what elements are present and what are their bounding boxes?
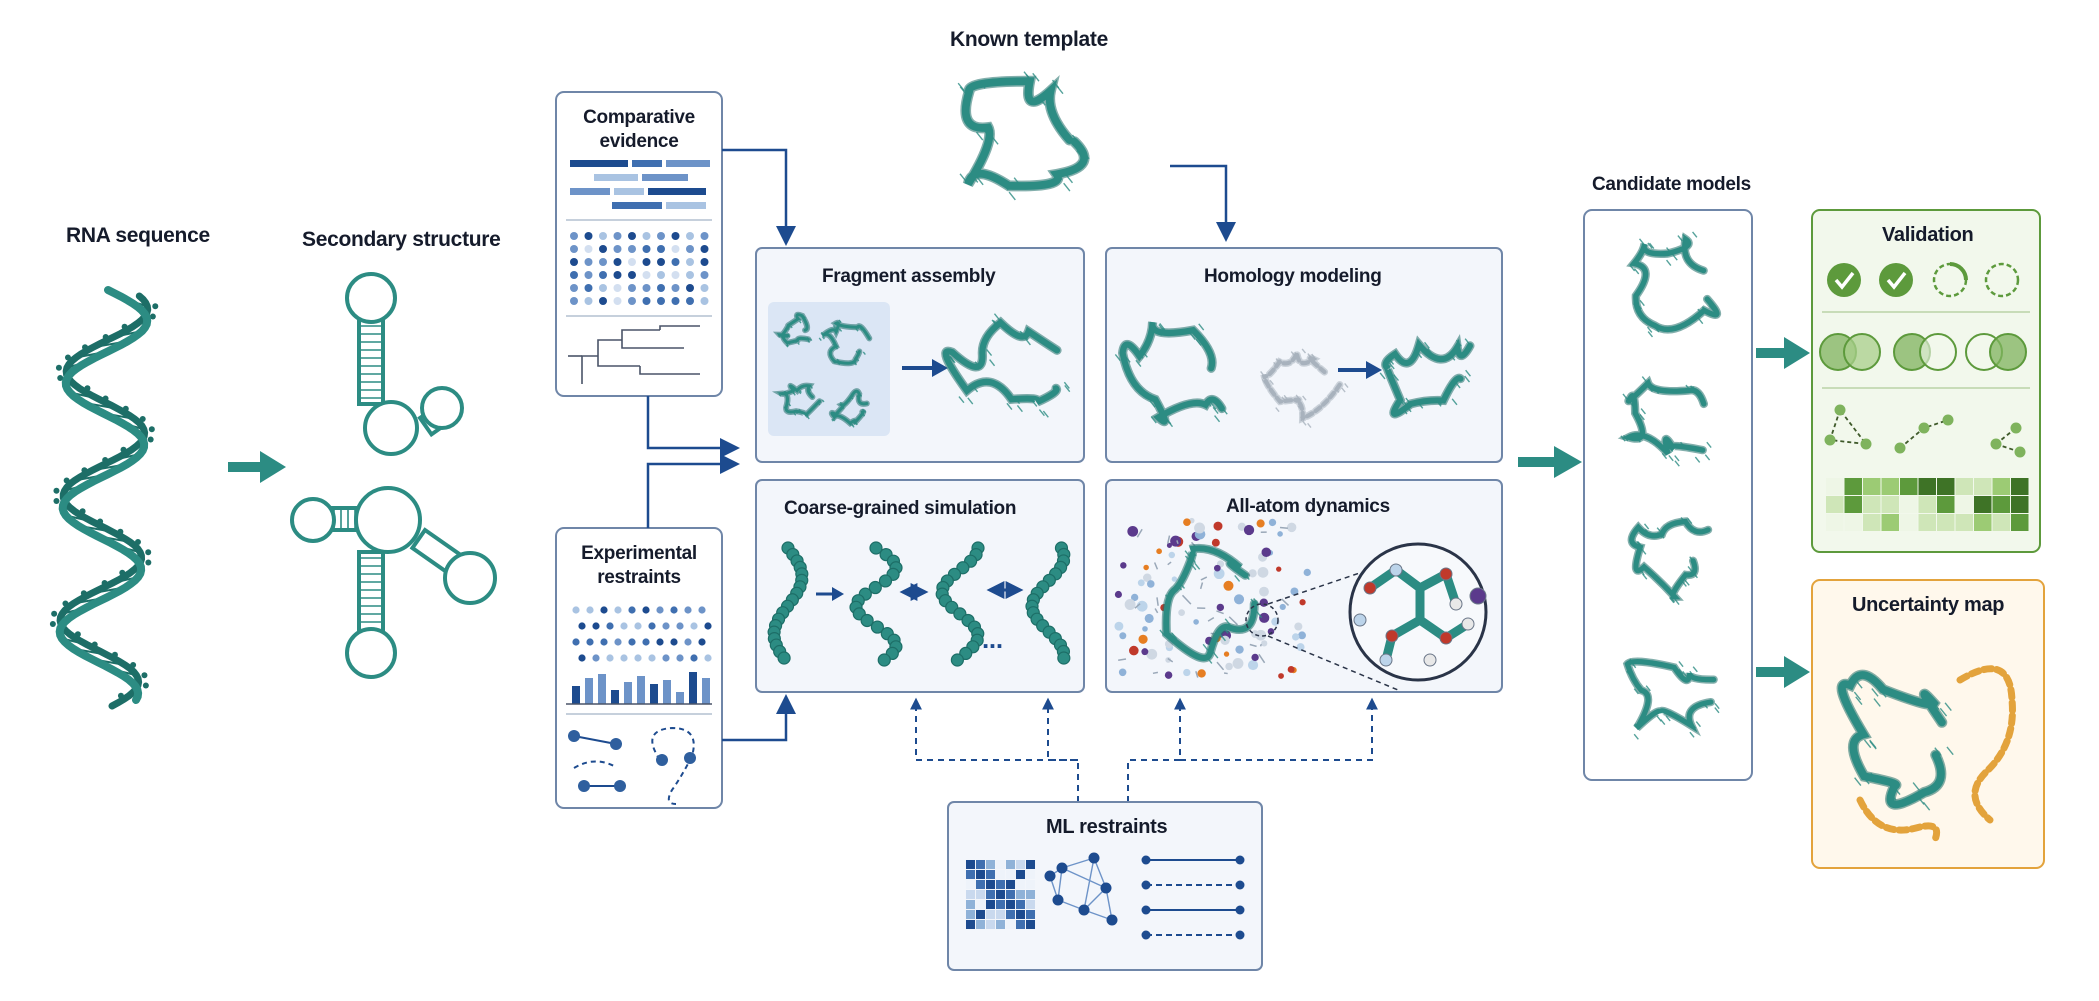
arrow-right-icon bbox=[816, 587, 844, 601]
distance-restraints-icon bbox=[568, 726, 696, 805]
flow-arrow-to-validation bbox=[1756, 337, 1810, 369]
arrow-right-icon bbox=[1338, 361, 1382, 379]
alignment-bars-icon bbox=[570, 160, 710, 209]
all-atom-helix-icon bbox=[1159, 543, 1263, 664]
candidate-model-2 bbox=[1617, 375, 1712, 467]
bar-chart-icon bbox=[566, 672, 712, 705]
candidate-model-1 bbox=[1626, 231, 1722, 338]
dot-matrix-icon bbox=[570, 232, 709, 305]
network-graph-icon bbox=[1044, 852, 1118, 926]
label-secondary-structure: Secondary structure bbox=[302, 228, 501, 251]
label-comparative-evidence: Comparative evidence bbox=[583, 107, 695, 152]
fragment-assembly-panel bbox=[755, 247, 1085, 463]
stem-loop-icon bbox=[290, 272, 497, 679]
rna-helix-icon bbox=[49, 286, 159, 710]
homology-modeling-panel bbox=[1105, 247, 1503, 463]
label-known-template: Known template bbox=[950, 28, 1108, 51]
check-circle-icon bbox=[1827, 262, 2020, 298]
atom-cloud-icon bbox=[1114, 517, 1311, 679]
homology-model-icon bbox=[1379, 333, 1475, 419]
template-structure-icon bbox=[957, 71, 1090, 201]
restraint-links-icon bbox=[1141, 855, 1245, 940]
ml-restraints-panel bbox=[947, 801, 1263, 971]
validation-panel bbox=[1811, 209, 2041, 553]
flow-arrow-to-uncertainty bbox=[1756, 656, 1810, 688]
candidate-model-4 bbox=[1622, 657, 1720, 740]
ellipsis-more-states: ... bbox=[982, 624, 1003, 654]
restraint-satisfaction-icon bbox=[1824, 404, 2026, 458]
candidate-model-3 bbox=[1627, 517, 1713, 605]
label-validation: Validation bbox=[1882, 224, 1974, 246]
bead-chain-icon bbox=[767, 541, 1071, 667]
all-atom-panel bbox=[1105, 479, 1503, 693]
heatmap-icon bbox=[1826, 478, 2029, 531]
phylogenetic-tree-icon bbox=[568, 325, 700, 384]
label-fragment-assembly: Fragment assembly bbox=[822, 266, 996, 287]
label-ml-restraints: ML restraints bbox=[1046, 816, 1168, 838]
connector-arrows bbox=[646, 148, 1236, 742]
venn-diagram-icon bbox=[1819, 333, 2027, 371]
label-uncertainty-map: Uncertainty map bbox=[1852, 594, 2005, 616]
candidate-models-panel bbox=[1583, 209, 1753, 781]
label-candidate-models: Candidate models bbox=[1592, 174, 1751, 195]
scatter-dots-icon bbox=[572, 606, 712, 662]
uncertainty-map-panel bbox=[1811, 579, 2045, 869]
uncertainty-structure-icon bbox=[1836, 665, 2016, 846]
label-homology-modeling: Homology modeling bbox=[1204, 266, 1382, 287]
query-structure-icon bbox=[1114, 321, 1228, 428]
label-coarse-grained-simulation: Coarse-grained simulation bbox=[784, 498, 1017, 519]
flow-arrow-methods-to-candidates bbox=[1518, 446, 1582, 478]
label-all-atom-dynamics: All-atom dynamics bbox=[1226, 496, 1390, 517]
experimental-restraints-panel bbox=[555, 527, 723, 809]
contact-map-icon bbox=[966, 860, 1035, 929]
magnifier-circle-icon bbox=[1348, 542, 1488, 682]
comparative-evidence-panel bbox=[555, 91, 723, 397]
label-experimental-restraints: Experimental restraints bbox=[581, 543, 697, 588]
label-rna-sequence: RNA sequence bbox=[66, 224, 210, 247]
assembled-structure-icon bbox=[941, 313, 1071, 418]
coarse-grained-panel bbox=[755, 479, 1085, 693]
arrow-right-icon bbox=[902, 359, 948, 377]
flow-arrow-seq-to-ss bbox=[228, 451, 286, 483]
template-ghost-icon bbox=[1260, 348, 1349, 428]
ml-connector-arrows bbox=[910, 697, 1378, 802]
bidirectional-arrow-icon bbox=[899, 581, 1024, 601]
fragment-pieces-icon bbox=[771, 311, 873, 428]
